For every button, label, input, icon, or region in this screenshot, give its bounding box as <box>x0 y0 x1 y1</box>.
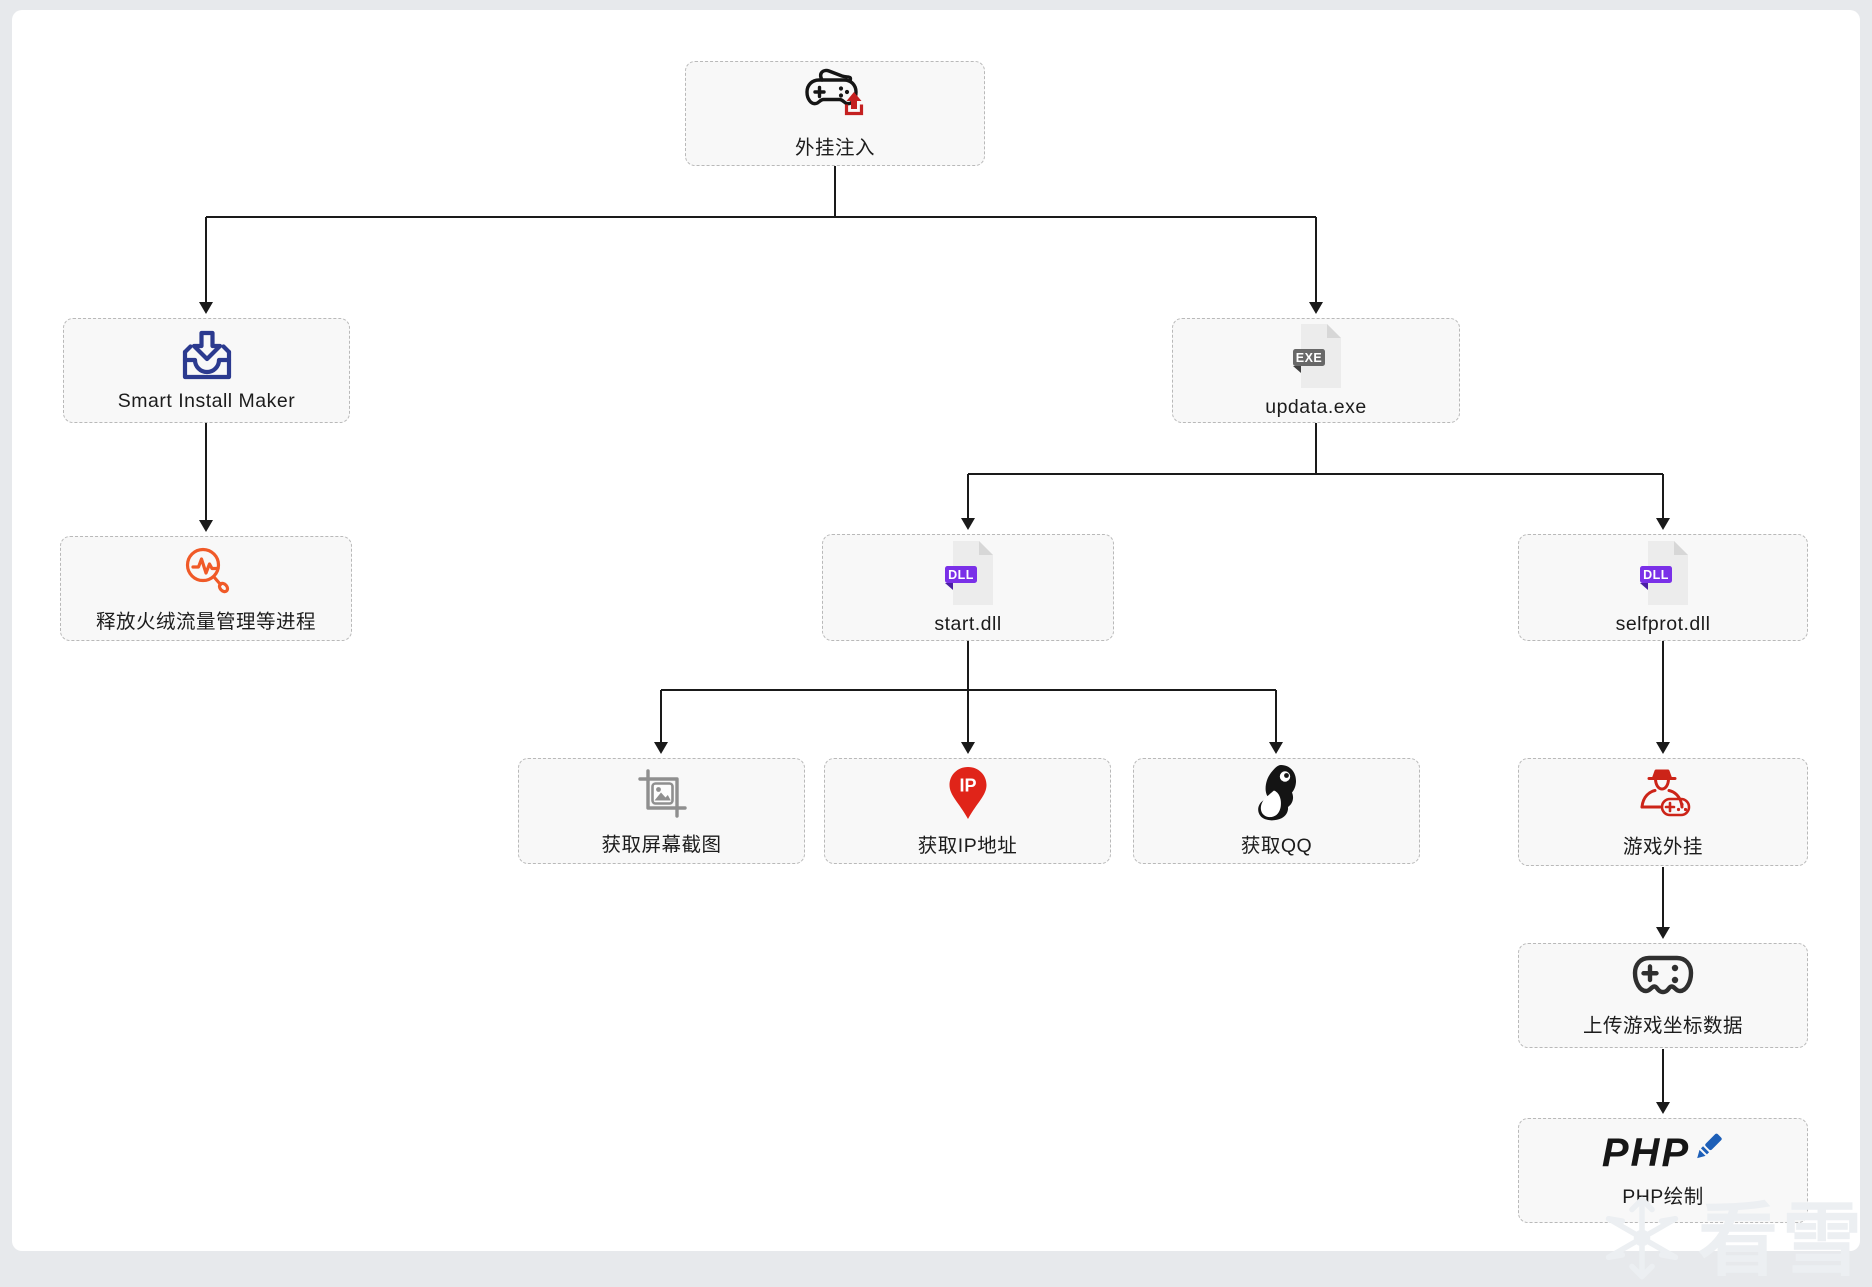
node-release-huorong: 释放火绒流量管理等进程 <box>60 536 352 641</box>
gamepad-outline-icon <box>1631 954 1695 1002</box>
node-label-cheat-inject: 外挂注入 <box>794 136 875 159</box>
node-get-screenshot: 获取屏幕截图 <box>518 758 805 864</box>
php-logo-text: PHP <box>1601 1130 1691 1175</box>
node-label-upload-coords: 上传游戏坐标数据 <box>1582 1014 1743 1037</box>
node-php-draw: PHP PHP绘制 <box>1518 1118 1808 1223</box>
ip-pin-text: IP <box>959 776 976 796</box>
node-label-php-draw: PHP绘制 <box>1622 1185 1704 1208</box>
hacker-gamepad-icon <box>1633 765 1693 823</box>
node-get-qq: 获取QQ <box>1133 758 1420 864</box>
node-smart-install-maker: Smart Install Maker <box>63 318 350 423</box>
node-label-release-huorong: 释放火绒流量管理等进程 <box>95 610 316 633</box>
node-label-smart-install-maker: Smart Install Maker <box>117 389 296 412</box>
node-start-dll: DLL start.dll <box>822 534 1114 641</box>
node-label-get-screenshot: 获取屏幕截图 <box>601 834 722 856</box>
dll-badge-text: DLL <box>1643 568 1669 582</box>
file-dll-icon: DLL <box>939 540 997 606</box>
pencil-icon <box>1697 1133 1722 1158</box>
node-updata-exe: EXE updata.exe <box>1172 318 1460 423</box>
screenshot-icon <box>634 765 690 821</box>
qq-penguin-icon <box>1251 764 1303 822</box>
gamepad-upload-icon <box>804 68 866 124</box>
ip-pin-icon: IP <box>944 764 992 822</box>
install-icon <box>179 329 235 383</box>
node-label-selfprot-dll: selfprot.dll <box>1615 612 1711 635</box>
node-label-get-qq: 获取QQ <box>1240 835 1313 857</box>
dll-badge-text: DLL <box>948 568 974 582</box>
node-get-ip: IP 获取IP地址 <box>824 758 1111 864</box>
exe-badge-text: EXE <box>1296 351 1323 365</box>
node-game-cheat: 游戏外挂 <box>1518 758 1808 866</box>
file-dll-icon: DLL <box>1634 540 1692 606</box>
node-label-start-dll: start.dll <box>934 612 1002 635</box>
node-label-updata-exe: updata.exe <box>1265 395 1367 418</box>
php-pencil-icon: PHP <box>1602 1133 1724 1173</box>
node-label-game-cheat: 游戏外挂 <box>1622 836 1703 858</box>
node-selfprot-dll: DLL selfprot.dll <box>1518 534 1808 641</box>
file-exe-icon: EXE <box>1287 323 1345 389</box>
pulse-magnifier-icon <box>179 544 233 598</box>
node-label-get-ip: 获取IP地址 <box>917 835 1018 857</box>
php-logo: PHP <box>1602 1133 1724 1173</box>
node-cheat-inject: 外挂注入 <box>685 61 985 166</box>
node-upload-coords: 上传游戏坐标数据 <box>1518 943 1808 1048</box>
